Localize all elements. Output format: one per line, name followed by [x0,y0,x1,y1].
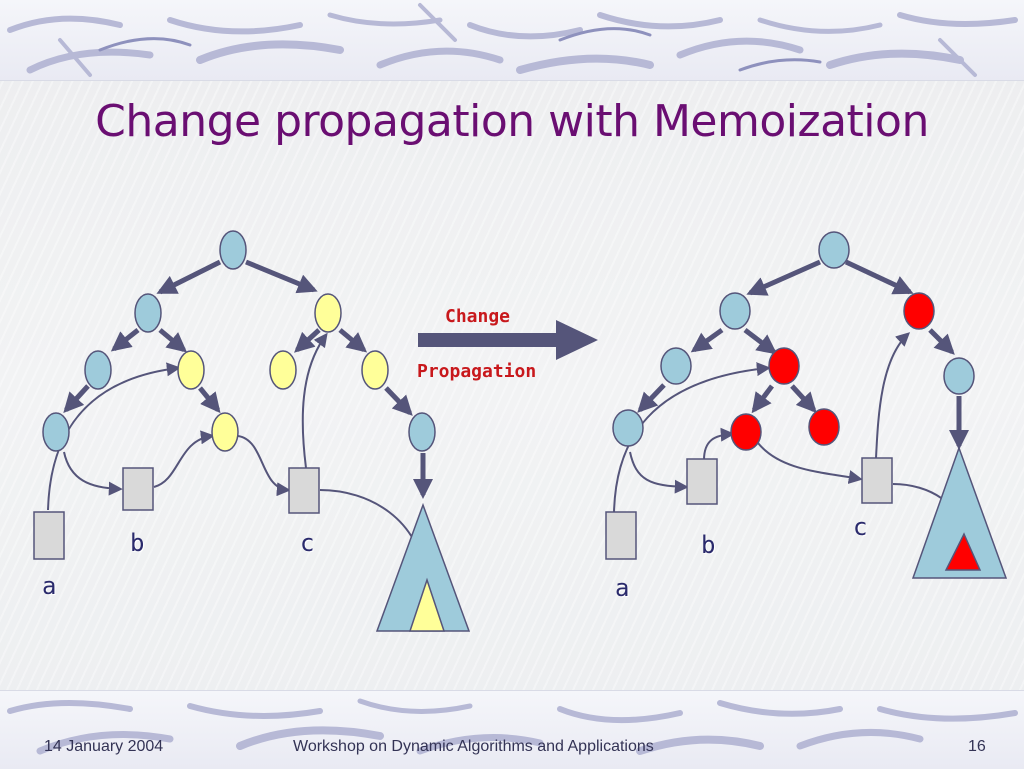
right-label-a: a [615,574,630,602]
right-label-c: c [853,513,868,541]
left-label-c: c [300,529,315,557]
left-subtree-changed [408,577,446,632]
right-label-b: b [701,531,716,559]
right-node-l2-a [660,347,692,385]
left-node-l3-c [408,412,436,452]
left-leaf-c [288,467,320,514]
top-decorative-band [0,0,1024,81]
right-root-node [818,231,850,269]
footer-date: 14 January 2004 [44,738,164,755]
arrow-label-change: Change [445,306,511,327]
slide-title: Change propagation with Memoization [95,96,929,147]
left-tree-edges [63,259,433,499]
arrow-label-propagation: Propagation [417,361,537,382]
bottom-decorative-band [0,690,1024,769]
memoization-diagram [33,230,1008,632]
left-node-l1-left [134,293,162,333]
right-leaf-b [686,458,718,505]
right-leaf-a [605,511,637,560]
right-tree-nodes [605,231,1008,579]
right-node-l3-a [612,409,644,447]
left-tree [47,259,433,581]
left-node-l3-b [211,412,239,452]
left-root-node [219,230,247,270]
left-node-l1-right [314,293,342,333]
left-leaf-a [33,511,65,560]
left-node-l2-d [361,350,389,390]
left-node-l2-b [177,350,205,390]
left-node-l3-a [42,412,70,452]
right-subtree-changed [944,532,982,571]
footer-event: Workshop on Dynamic Algorithms and Appli… [293,738,654,755]
right-node-l3-b [730,413,762,451]
right-node-l2-b [768,347,800,385]
right-leaf-c [861,457,893,504]
left-dependency-edges [47,332,432,581]
left-leaf-b [122,467,154,511]
footer-page-number: 16 [968,738,986,755]
left-label-b: b [130,529,145,557]
right-node-l3-c [808,408,840,446]
right-node-l1-left [719,292,751,330]
left-tree-nodes [33,230,471,632]
right-node-l1-right [903,292,935,330]
left-node-l2-a [84,350,112,390]
change-propagation-arrow [418,320,598,360]
left-node-l2-c [269,350,297,390]
right-node-l2-c [943,357,975,395]
right-subtree-triangle [911,445,1008,579]
right-tree-edges [637,259,969,450]
left-label-a: a [42,572,57,600]
